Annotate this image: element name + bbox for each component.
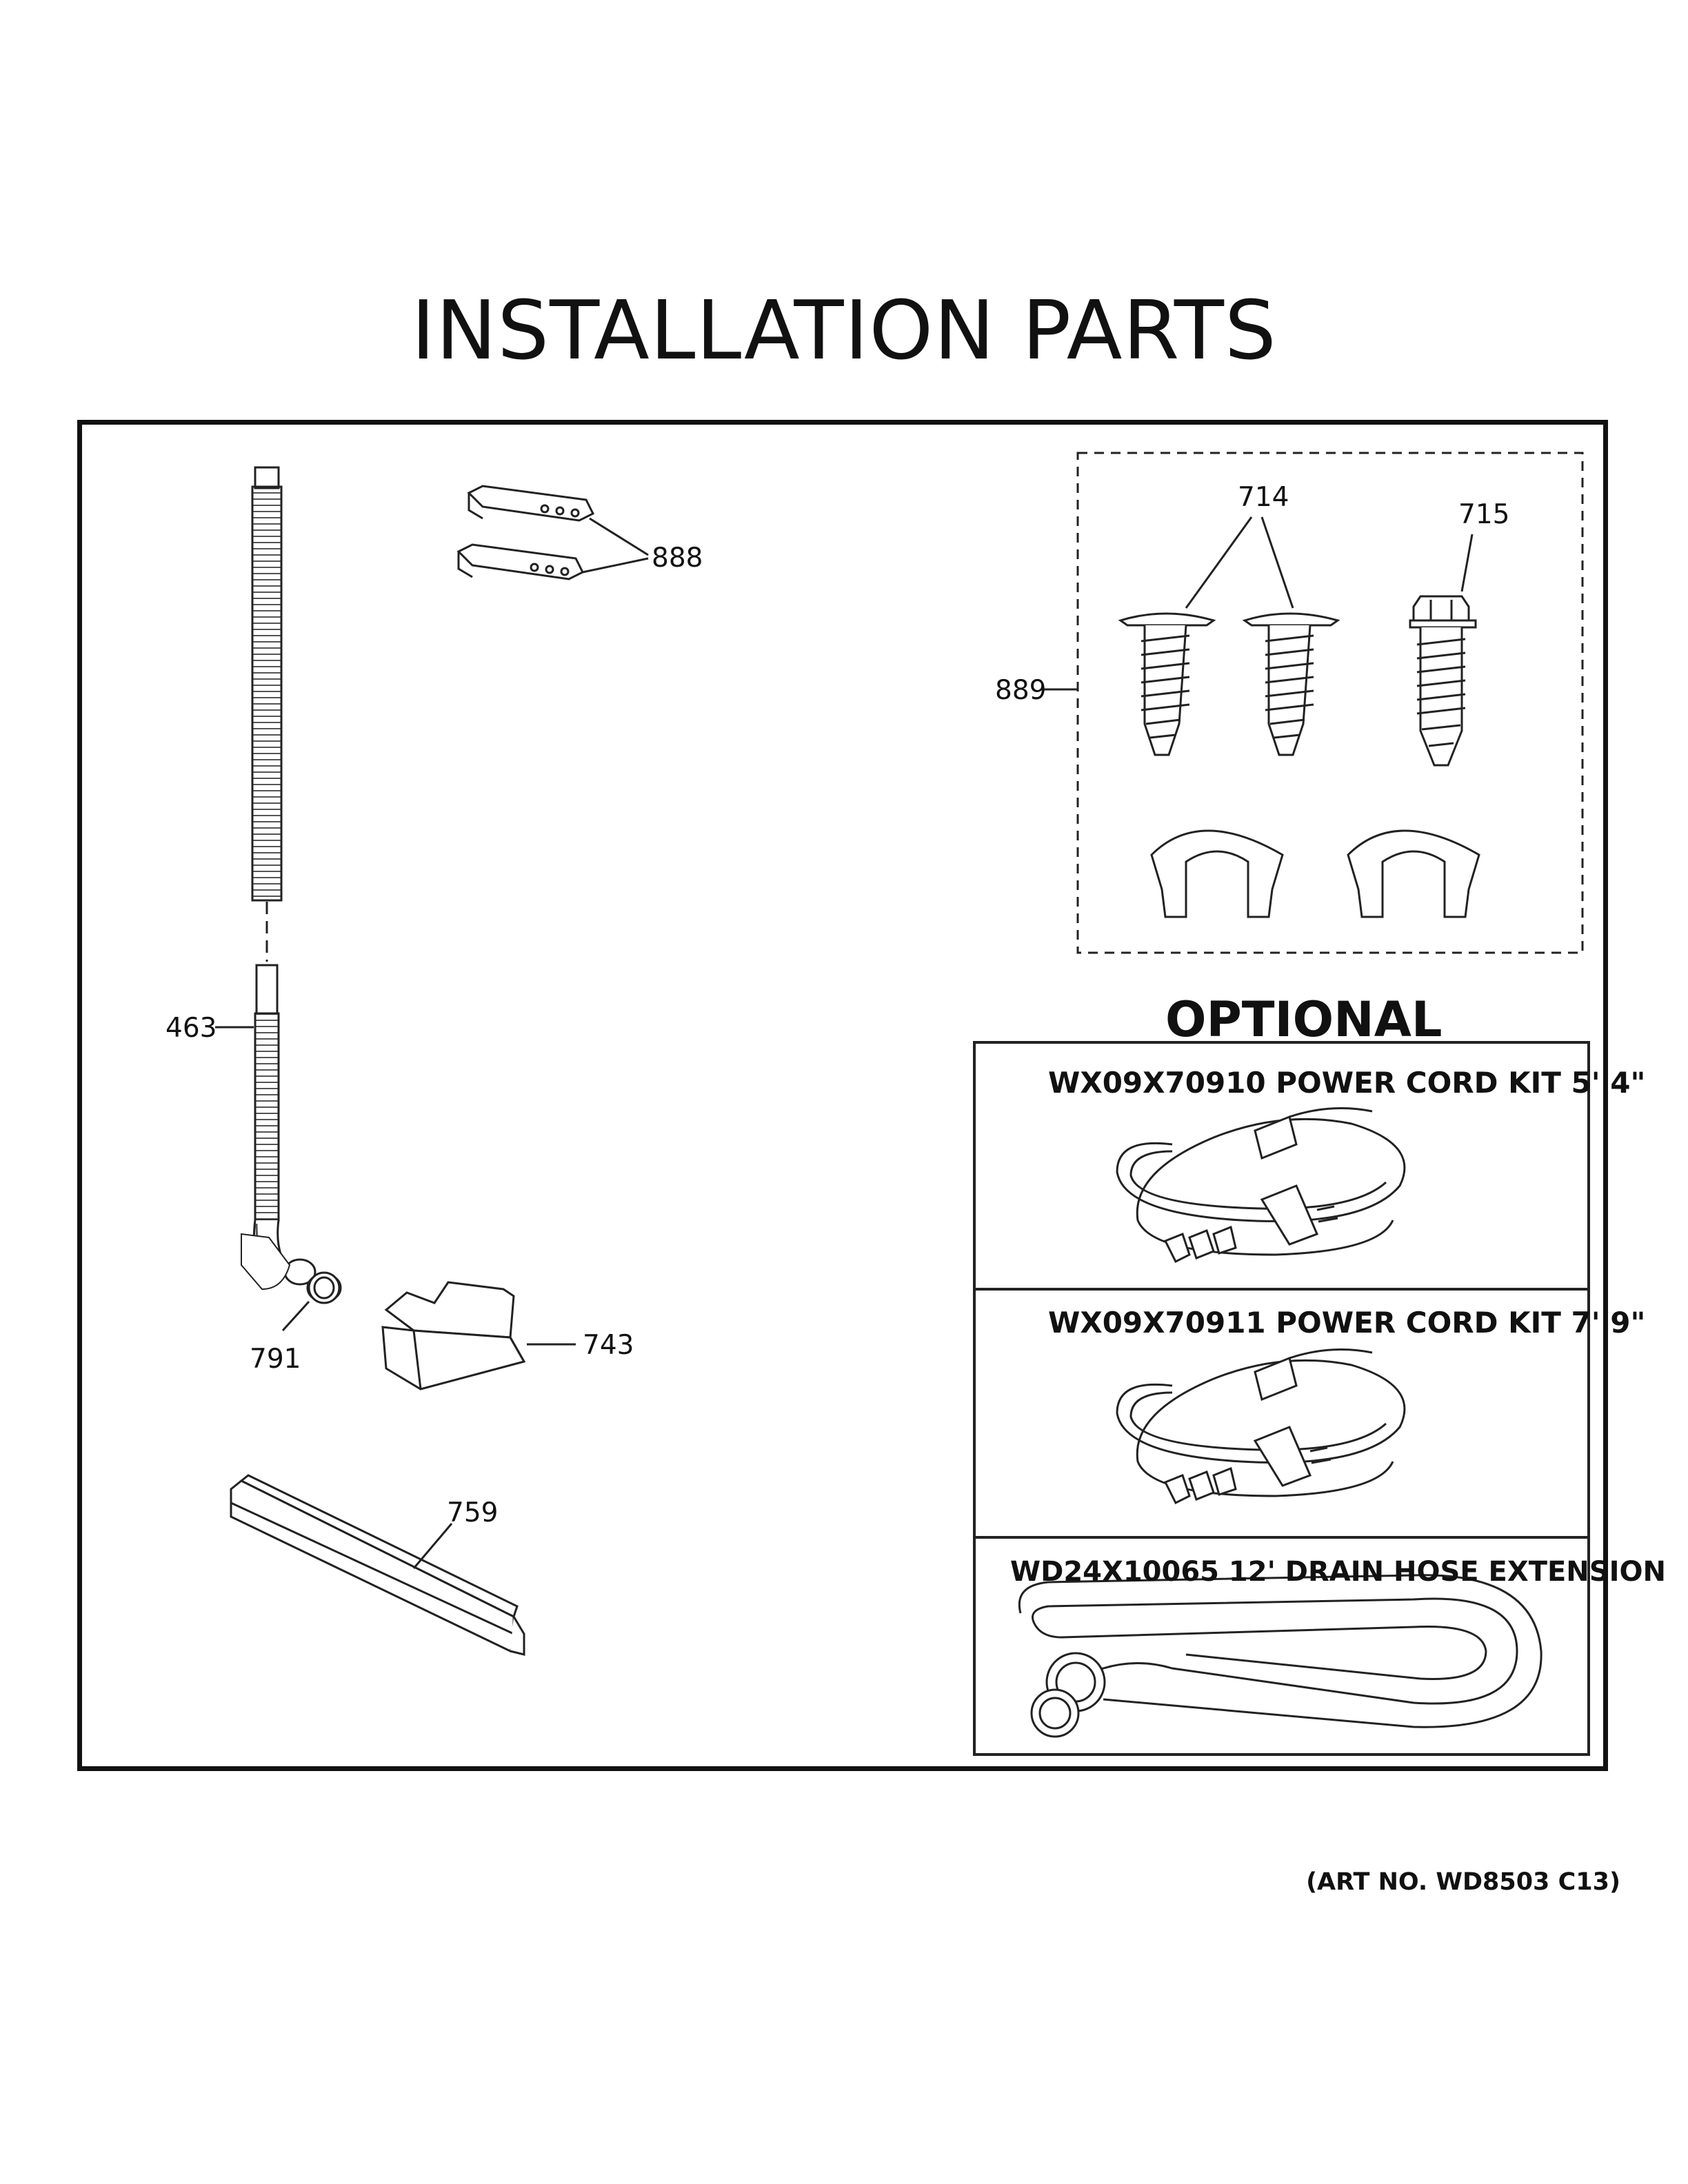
- power-cord-kit-1-illustration: [1116, 1107, 1406, 1264]
- callout-888: 888: [652, 543, 703, 574]
- bracket-743: [381, 1281, 526, 1391]
- callout-714: 714: [1238, 482, 1289, 513]
- callout-463: 463: [165, 1013, 217, 1044]
- kit-title-drain-hose-extension: WD24X10065 12' DRAIN HOSE EXTENSION: [1010, 1556, 1666, 1588]
- callout-759: 759: [447, 1497, 499, 1528]
- kit-title-power-cord-7ft9: WX09X70911 POWER CORD KIT 7' 9": [1048, 1306, 1646, 1339]
- page-title: INSTALLATION PARTS: [411, 283, 1277, 378]
- callout-791: 791: [250, 1344, 301, 1375]
- kit-title-power-cord-5ft4: WX09X70910 POWER CORD KIT 5' 4": [1048, 1066, 1646, 1100]
- optional-box: [973, 1041, 1590, 1756]
- grommets: [1150, 829, 1480, 918]
- diagram-frame: [77, 420, 1608, 1771]
- brackets-888: [456, 485, 595, 580]
- callout-889: 889: [995, 675, 1047, 706]
- optional-heading: OPTIONAL: [1165, 991, 1443, 1048]
- callout-715: 715: [1458, 499, 1510, 530]
- clamp-791: [308, 1271, 341, 1304]
- drain-hose-extension-illustration: [1018, 1574, 1543, 1738]
- art-number: (ART NO. WD8503 C13): [1306, 1868, 1620, 1896]
- drain-hose-463: [241, 466, 342, 1303]
- screws-714: [1118, 612, 1340, 756]
- screw-715: [1409, 595, 1477, 767]
- channel-759: [230, 1474, 525, 1656]
- callout-743: 743: [583, 1330, 634, 1361]
- power-cord-kit-2-illustration: [1116, 1348, 1406, 1505]
